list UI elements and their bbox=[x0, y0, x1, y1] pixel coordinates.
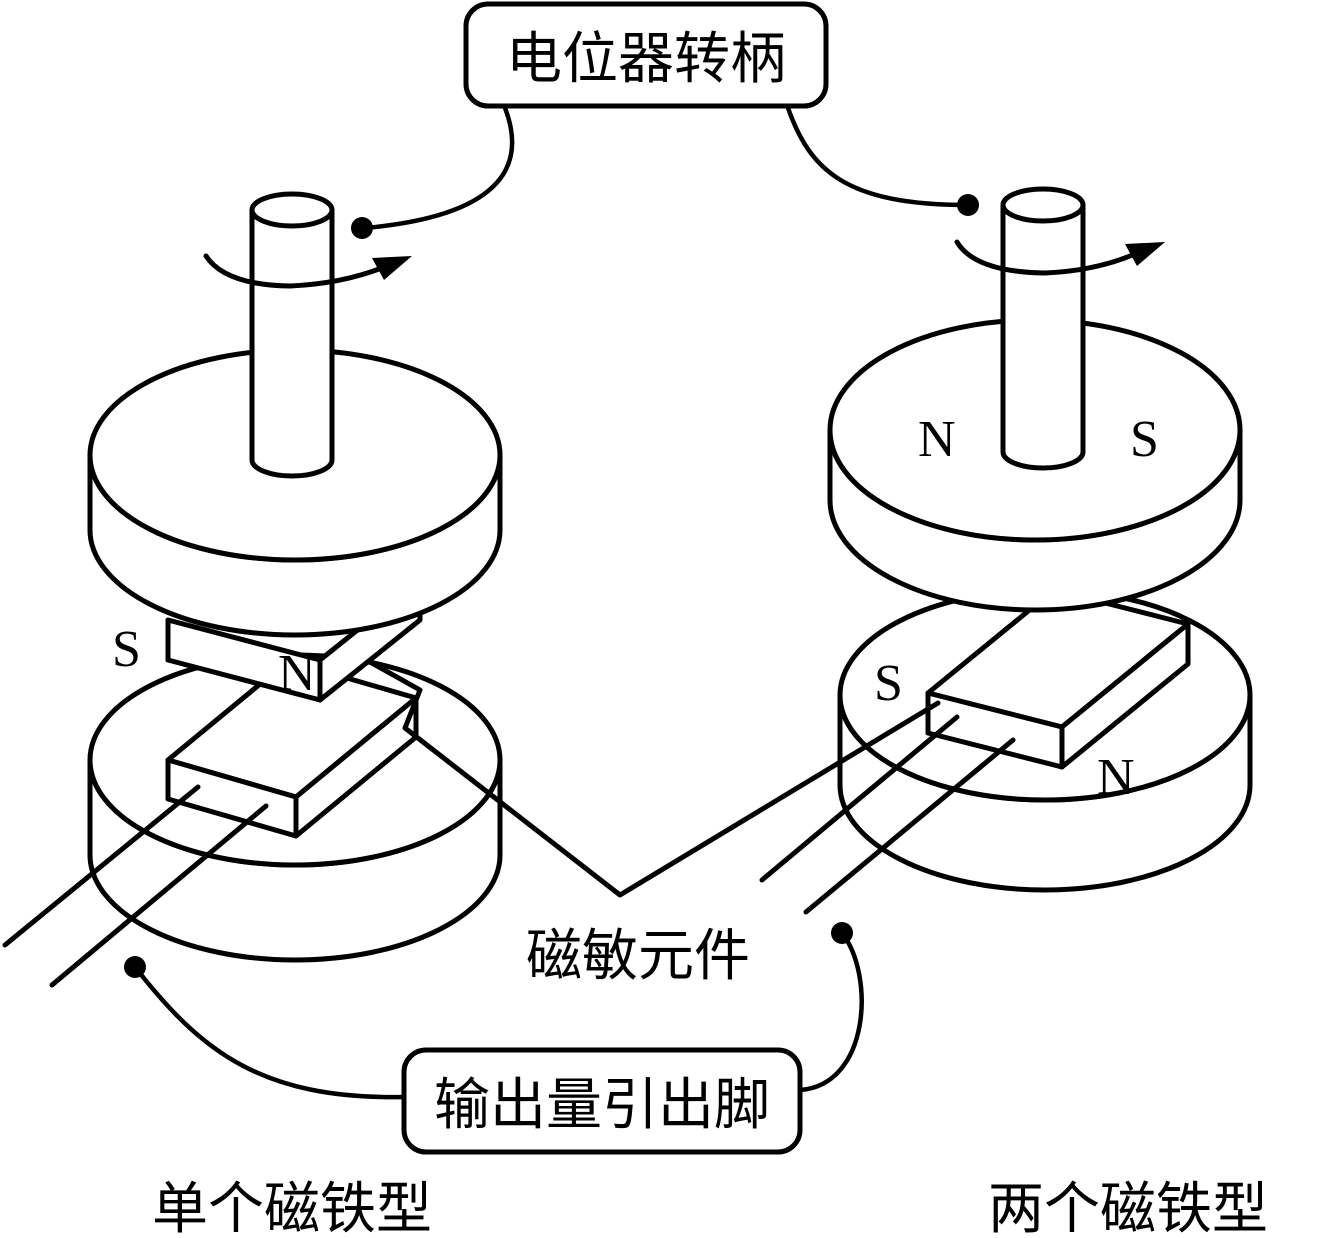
right-pole-n: N bbox=[1097, 749, 1135, 806]
right-top-pole-s: S bbox=[1130, 411, 1159, 468]
double-magnet-caption: 两个磁铁型 bbox=[988, 1177, 1268, 1238]
double-magnet-assembly bbox=[759, 186, 1253, 915]
pins-label: 输出量引出脚 bbox=[434, 1073, 770, 1138]
magnetic-sensor-wire bbox=[367, 659, 941, 898]
handle-leader-left-dot bbox=[351, 217, 373, 239]
right-shaft bbox=[1000, 186, 1086, 471]
right-output-pins bbox=[759, 714, 1016, 915]
left-pole-n: N bbox=[278, 645, 316, 702]
pins-leader-right bbox=[797, 930, 864, 1093]
single-magnet-caption: 单个磁铁型 bbox=[152, 1177, 432, 1238]
right-magnet-block bbox=[925, 587, 1191, 770]
left-rotation-arrow-icon bbox=[203, 253, 412, 289]
right-pole-s: S bbox=[874, 655, 903, 712]
handle-leader-right bbox=[785, 105, 971, 208]
left-pole-s: S bbox=[112, 621, 141, 678]
left-output-pins bbox=[2, 784, 269, 988]
pins-leader-right-dot bbox=[831, 922, 853, 944]
handle-label-box bbox=[463, 1, 829, 109]
sensor-label: 磁敏元件 bbox=[526, 924, 750, 989]
right-top-pole-n: N bbox=[918, 411, 956, 468]
handle-label: 电位器转柄 bbox=[506, 27, 786, 92]
single-magnet-assembly bbox=[2, 191, 503, 988]
handle-leader-left bbox=[362, 105, 515, 231]
pins-leader-left bbox=[132, 964, 408, 1100]
left-shaft bbox=[249, 191, 335, 479]
callout-leaders bbox=[124, 105, 979, 1100]
handle-leader-right-dot bbox=[957, 194, 979, 216]
pins-label-box bbox=[401, 1047, 803, 1155]
pins-leader-left-dot bbox=[124, 956, 146, 978]
right-rotation-arrow-icon bbox=[954, 239, 1165, 276]
